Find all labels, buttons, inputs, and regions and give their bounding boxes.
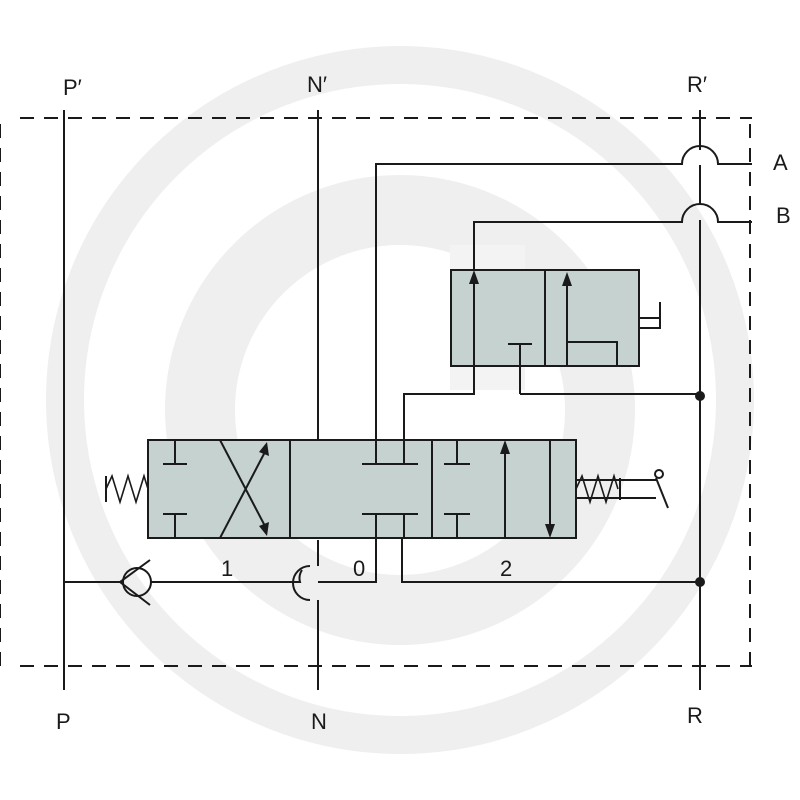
- port-label-n: N: [311, 709, 327, 734]
- b-line: [473, 203, 752, 270]
- position-label-2: 2: [500, 556, 512, 581]
- port-label-p-prime: P′: [63, 75, 82, 100]
- position-label-0: 0: [353, 556, 365, 581]
- watermark-logo: [46, 46, 754, 754]
- right-spring-lever: [575, 469, 669, 509]
- left-spring: [105, 473, 149, 505]
- port-label-n-prime: N′: [307, 72, 327, 97]
- port-label-p: P: [56, 709, 71, 734]
- auxiliary-valve: [403, 269, 700, 440]
- a-line: [375, 145, 752, 440]
- port-label-r-prime: R′: [687, 72, 707, 97]
- p-line: [63, 110, 152, 690]
- port-label-r: R: [687, 703, 703, 728]
- position-label-1: 1: [221, 556, 233, 581]
- main-valve: [147, 439, 577, 539]
- r-line: [695, 110, 705, 690]
- port-label-b: B: [776, 203, 791, 228]
- port-label-a: A: [773, 150, 788, 175]
- dashed-enclosure: [0, 117, 752, 667]
